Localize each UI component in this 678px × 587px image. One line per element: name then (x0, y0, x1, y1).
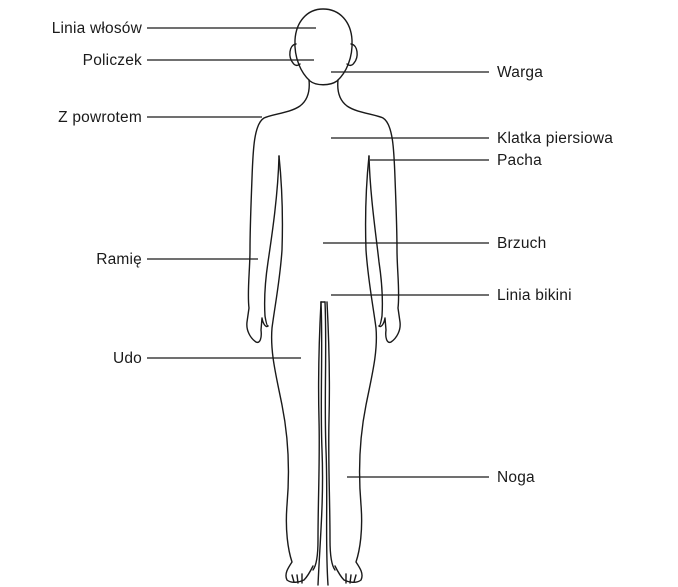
label-arm: Ramię (96, 251, 142, 268)
label-abdomen: Brzuch (497, 235, 546, 252)
label-armpit: Pacha (497, 152, 542, 169)
label-hairline: Linia włosów (52, 20, 143, 37)
left-inner-arm-outline (265, 156, 279, 326)
label-leg: Noga (497, 469, 535, 486)
label-cheek: Policzek (83, 52, 142, 69)
head-outline (295, 9, 352, 85)
right-inner-leg-outline (327, 302, 335, 570)
body-figure (247, 9, 400, 585)
label-thigh: Udo (113, 350, 142, 367)
left-leg-outer-outline (272, 156, 313, 582)
label-back: Z powrotem (58, 109, 142, 126)
left-inner-leg-outline (313, 302, 321, 570)
leader-lines (147, 28, 489, 477)
right-leg-outer-outline (335, 156, 376, 582)
center-line-right (325, 302, 328, 585)
label-chest: Klatka piersiowa (497, 130, 613, 147)
right-inner-arm-outline (369, 156, 382, 326)
right-outer-outline (338, 80, 400, 342)
left-outer-outline (247, 80, 309, 342)
right-labels: Warga Klatka piersiowa Pacha Brzuch Lini… (497, 64, 613, 486)
label-bikini-line: Linia bikini (497, 287, 572, 304)
label-lip: Warga (497, 64, 543, 81)
left-labels: Linia włosów Policzek Z powrotem Ramię U… (52, 20, 143, 367)
